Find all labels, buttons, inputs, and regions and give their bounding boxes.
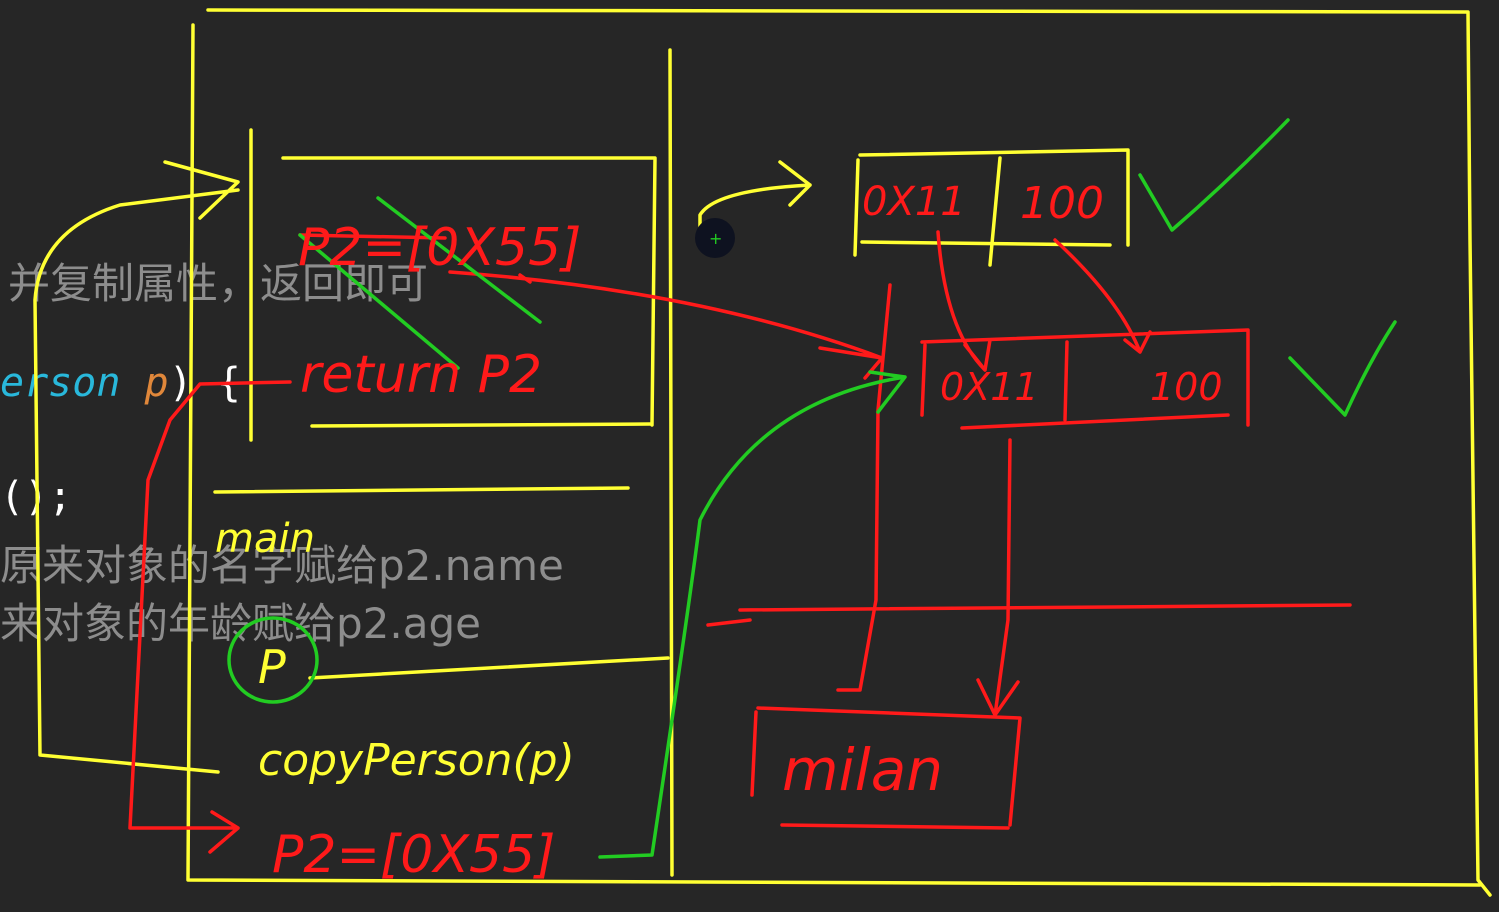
call-arrow (33, 160, 240, 774)
code-comment-3: 来对象的年龄赋给p2.age (0, 599, 481, 648)
object-p2-age: 100 (1150, 365, 1223, 409)
param-type: erson (0, 360, 121, 406)
param-name: p (144, 360, 169, 406)
cursor-plus: + (709, 229, 722, 248)
var-p-circle (227, 616, 319, 704)
main-var-p: P (258, 640, 286, 694)
heap-object-p (853, 148, 1130, 267)
pointer-p-to-object (598, 370, 907, 859)
check-mark-2 (1288, 320, 1397, 417)
main-assign: P2=[0X55] (272, 825, 555, 885)
copy-frame-line2: return P2 (300, 345, 542, 405)
code-signature: erson p) { (0, 360, 241, 406)
heap-entry-arrow (698, 160, 812, 237)
code-comment-2: 原来对象的名字赋给p2.name (0, 541, 564, 590)
heap-object-p2 (920, 328, 1250, 430)
object-p2-addr: 0X11 (940, 365, 1039, 409)
string-milan: milan (782, 736, 943, 804)
return-path (128, 380, 292, 854)
object-p-age: 100 (1020, 178, 1104, 229)
strike-marks (298, 196, 542, 370)
object-p-addr: 0X11 (862, 179, 966, 225)
copy-person-frame (249, 128, 657, 442)
name-pointer-1 (836, 283, 892, 692)
name-pointer-2 (976, 438, 1020, 717)
check-mark-1 (1138, 118, 1290, 232)
ink-mark (298, 233, 532, 284)
copy-frame-line1: P2=[0X55] (298, 218, 581, 278)
cursor-icon (695, 218, 735, 258)
stack-heap-outline (186, 8, 1492, 897)
main-label: main (215, 516, 315, 562)
main-call: copyPerson(p) (258, 735, 575, 786)
copy-age-arrow (1053, 238, 1152, 354)
string-box-milan (750, 706, 1022, 830)
copy-name-arrow (936, 230, 992, 372)
heap-divider (706, 603, 1352, 627)
